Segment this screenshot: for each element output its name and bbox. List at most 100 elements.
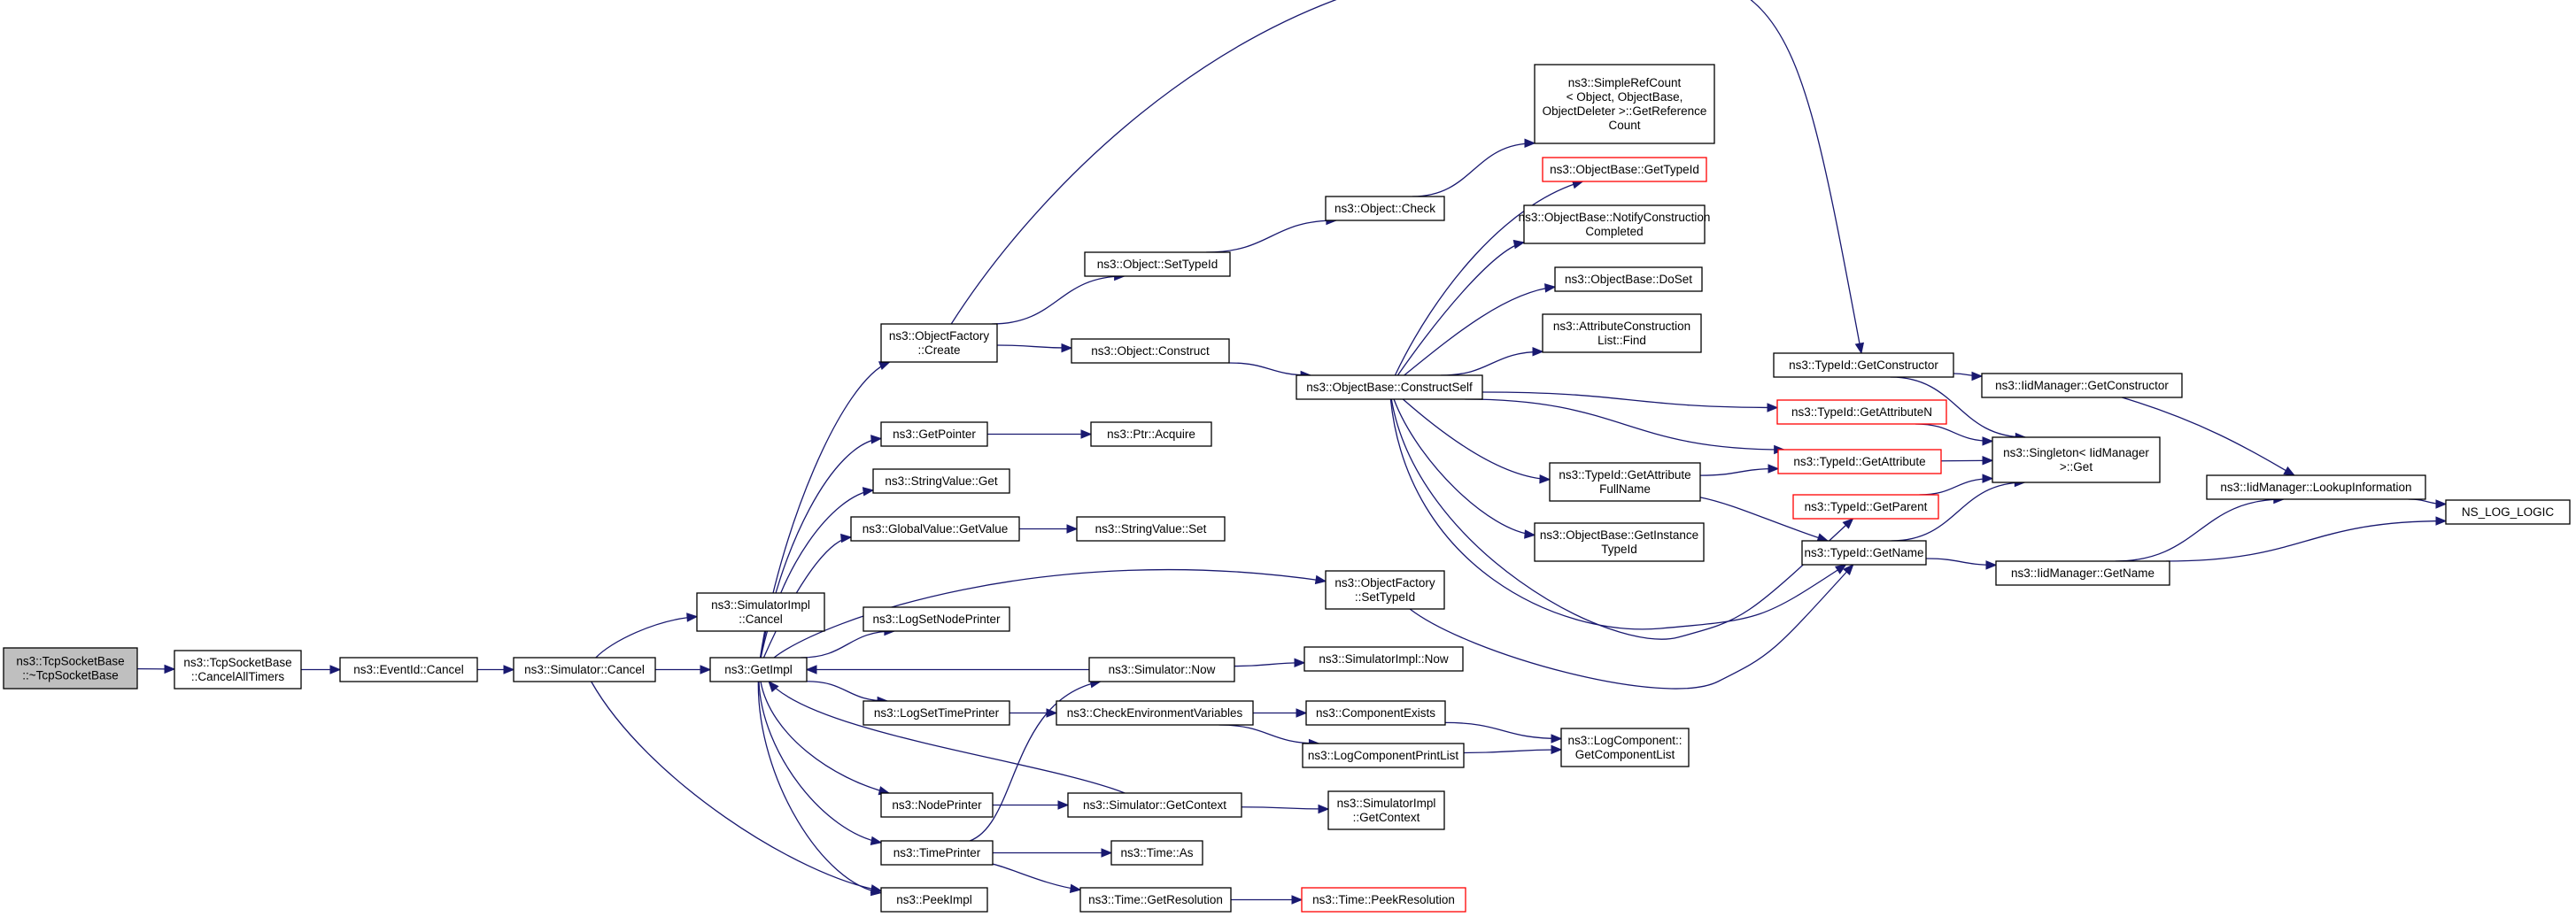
node-cancelall[interactable]: ns3::TcpSocketBase::CancelAllTimers [174, 650, 302, 690]
node-singletonget[interactable]: ns3::Singleton< IidManager>::Get [1992, 436, 2161, 483]
node-notifyconstr[interactable]: ns3::ObjectBase::NotifyConstructionCompl… [1519, 204, 1711, 244]
node-dtor[interactable]: ns3::TcpSocketBase::~TcpSocketBase [3, 647, 138, 690]
call-edge-getimpl-to-peekimpl [757, 681, 883, 897]
node-objfactcreate[interactable]: ns3::ObjectFactory::Create [880, 323, 998, 363]
node-getpointer[interactable]: ns3::GetPointer [880, 421, 988, 447]
call-edge-typeidgetname-to-iidgetname [1925, 558, 1998, 570]
node-label: ns3::Time::PeekResolution [1312, 893, 1455, 906]
node-iidgetconstructor[interactable]: ns3::IidManager::GetConstructor [1981, 373, 2183, 398]
call-edges [136, 0, 2448, 905]
call-edge-constructself-to-getinstancetypeid [1393, 398, 1536, 539]
edge-line [806, 681, 888, 702]
node-simnow[interactable]: ns3::Simulator::Now [1088, 657, 1235, 682]
node-simcancel[interactable]: ns3::Simulator::Cancel [513, 657, 656, 682]
node-strvalset[interactable]: ns3::StringValue::Set [1076, 516, 1226, 542]
node-simplerefcount[interactable]: ns3::SimpleRefCount< Object, ObjectBase,… [1534, 64, 1715, 144]
node-logsetnode[interactable]: ns3::LogSetNodePrinter [863, 606, 1010, 632]
node-box [3, 647, 138, 690]
call-edge-iidgetconstructor-to-iidlookup [2122, 397, 2296, 476]
node-objconstruct[interactable]: ns3::Object::Construct [1071, 338, 1230, 364]
node-label: ns3::GetPointer [893, 428, 976, 441]
node-getcomplist[interactable]: ns3::LogComponent::GetComponentList [1560, 728, 1690, 767]
node-iidlookup[interactable]: ns3::IidManager::LookupInformation [2206, 474, 2426, 500]
call-edge-typeidgetparent-to-singletonget [1919, 474, 1994, 496]
node-timeas[interactable]: ns3::Time::As [1110, 840, 1203, 866]
node-simimplgetctx[interactable]: ns3::SimulatorImpl::GetContext [1327, 790, 1445, 830]
arrowhead-icon [1080, 429, 1093, 439]
node-box [1549, 462, 1701, 502]
node-typeidgetparent[interactable]: ns3::TypeId::GetParent [1792, 494, 1939, 520]
node-label: ns3::IidManager::LookupInformation [2220, 481, 2411, 494]
edge-line [1228, 362, 1311, 376]
call-edge-simnow-to-simimplnow [1234, 658, 1306, 668]
call-edge-simcancel-to-getimpl [654, 665, 712, 674]
arrowhead-icon [1296, 708, 1308, 718]
node-peekimpl[interactable]: ns3::PeekImpl [880, 887, 988, 913]
node-typeidgetattr[interactable]: ns3::TypeId::GetAttribute [1777, 449, 1942, 474]
node-typeidgetname[interactable]: ns3::TypeId::GetName [1801, 540, 1927, 566]
node-globalgetvalue[interactable]: ns3::GlobalValue::GetValue [850, 516, 1020, 542]
node-simimplcancel[interactable]: ns3::SimulatorImpl::Cancel [696, 592, 825, 632]
node-timepeekres[interactable]: ns3::Time::PeekResolution [1301, 887, 1466, 913]
call-edge-nodeprinter-to-simgetcontext [993, 800, 1070, 810]
node-box [1777, 449, 1942, 474]
edge-line [1919, 477, 1993, 496]
node-iidgetname[interactable]: ns3::IidManager::GetName [1995, 560, 2170, 586]
node-strvalget[interactable]: ns3::StringValue::Get [872, 468, 1010, 494]
node-doset[interactable]: ns3::ObjectBase::DoSet [1554, 266, 1703, 292]
edge-line [1241, 806, 1329, 810]
node-label: ns3::TypeId::GetAttribute [1559, 468, 1690, 482]
node-label: >::Get [2060, 460, 2093, 474]
edge-line [1444, 721, 1562, 740]
edge-line [2122, 397, 2295, 476]
call-edge-typeidgetattrfull-to-typeidgetattr [1699, 464, 1780, 476]
arrowhead-icon [862, 487, 875, 497]
node-evcancel[interactable]: ns3::EventId::Cancel [339, 657, 478, 682]
node-constructself[interactable]: ns3::ObjectBase::ConstructSelf [1296, 374, 1483, 400]
node-logcompprint[interactable]: ns3::LogComponentPrintList [1302, 743, 1465, 768]
node-label: ns3::CheckEnvironmentVariables [1067, 706, 1243, 720]
node-objsettypeid[interactable]: ns3::Object::SetTypeId [1084, 251, 1231, 277]
node-typeidgetattrn[interactable]: ns3::TypeId::GetAttributeN [1776, 399, 1947, 425]
edge-line [1463, 749, 1562, 754]
node-box [696, 592, 825, 632]
node-timeprinter[interactable]: ns3::TimePrinter [880, 840, 994, 866]
call-edge-timeprinter-to-timeas [992, 848, 1113, 858]
node-compexists[interactable]: ns3::ComponentExists [1305, 700, 1446, 726]
node-typeidgetconstructor[interactable]: ns3::TypeId::GetConstructor [1773, 352, 1954, 378]
node-label: ns3::TimePrinter [893, 846, 981, 859]
node-nslog[interactable]: NS_LOG_LOGIC [2445, 499, 2571, 525]
node-getimpl[interactable]: ns3::GetImpl [709, 657, 808, 682]
node-timegetres[interactable]: ns3::Time::GetResolution [1079, 887, 1232, 913]
arrowhead-icon [1512, 239, 1526, 250]
node-simgetcontext[interactable]: ns3::Simulator::GetContext [1067, 792, 1242, 818]
call-edge-objfactsettypeid-to-typeidgetname [1409, 564, 1854, 690]
node-objbasegettypeid[interactable]: ns3::ObjectBase::GetTypeId [1542, 157, 1707, 182]
call-edge-constructself-to-typeidgetattrn [1481, 391, 1779, 412]
arrowhead-icon [1982, 456, 1994, 466]
edge-line [1409, 564, 1854, 690]
arrowhead-icon [1544, 283, 1557, 293]
node-label: ns3::Time::GetResolution [1088, 893, 1223, 906]
node-label: ns3::Singleton< IidManager [2003, 446, 2149, 459]
node-objcheck[interactable]: ns3::Object::Check [1325, 196, 1445, 221]
call-edge-simcancel-to-peekimpl [591, 681, 883, 894]
node-label: TypeId [1601, 543, 1637, 556]
node-nodeprinter[interactable]: ns3::NodePrinter [880, 792, 994, 818]
call-edge-timegetres-to-timepeekres [1230, 895, 1303, 905]
node-checkenv[interactable]: ns3::CheckEnvironmentVariables [1056, 700, 1254, 726]
call-edge-getimpl-to-objfactsettypeid [773, 568, 1327, 659]
node-label: ns3::LogComponentPrintList [1308, 749, 1459, 762]
call-edge-objsettypeid-to-objcheck [1206, 215, 1338, 253]
node-ptracquire[interactable]: ns3::Ptr::Acquire [1090, 421, 1212, 447]
edge-line [1412, 143, 1536, 197]
arrowhead-icon [1982, 436, 1994, 446]
node-objfactsettypeid[interactable]: ns3::ObjectFactory::SetTypeId [1325, 570, 1445, 610]
node-logsettime[interactable]: ns3::LogSetTimePrinter [863, 700, 1010, 726]
node-simimplnow[interactable]: ns3::SimulatorImpl::Now [1303, 646, 1464, 672]
node-box [1534, 64, 1715, 144]
call-edge-constructself-to-typeidgetattrfull [1402, 398, 1551, 484]
